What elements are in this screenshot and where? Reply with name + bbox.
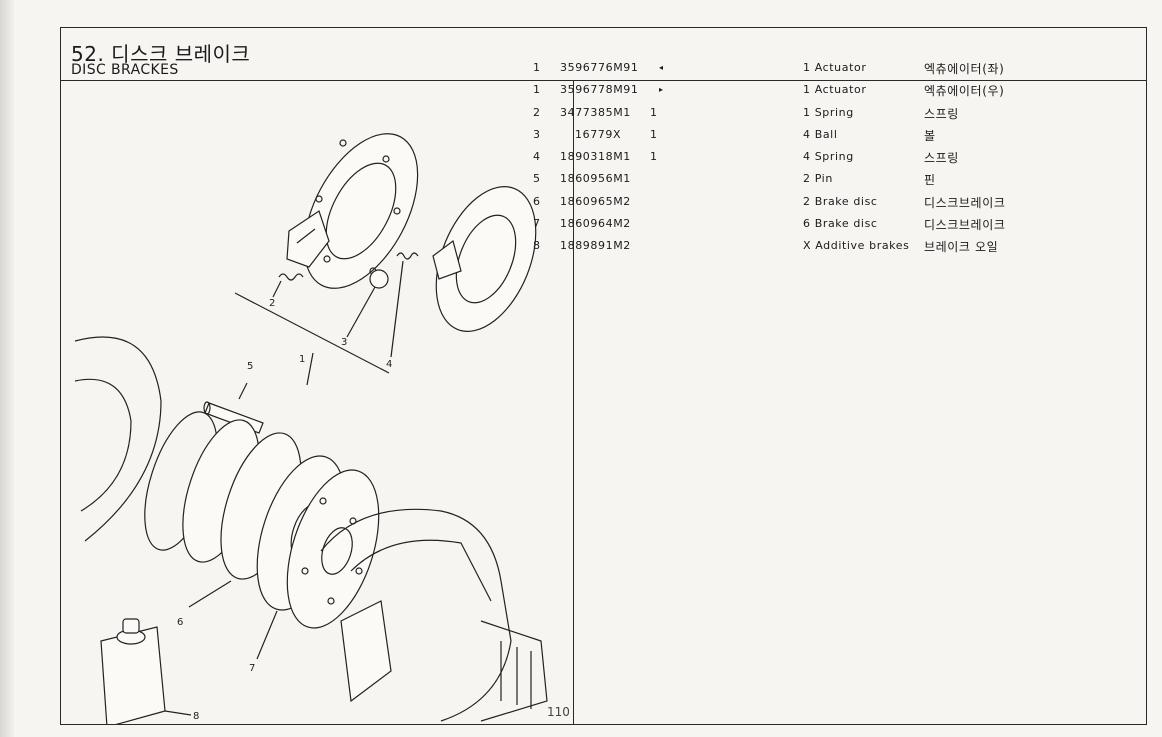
actuator-plate-right [432, 186, 537, 332]
part-qty: 1 [650, 127, 658, 141]
part-description: 1 Actuator [803, 61, 867, 74]
part-description-korean: 디스크브레이크 [924, 218, 1006, 233]
part-index: 7 [533, 217, 541, 231]
part-description-korean: 핀 [924, 173, 936, 188]
parts-row: 2 3477385M1 1 1 Spring 스프링 [533, 102, 1073, 124]
part-qty: 1 [650, 105, 658, 119]
part-qty: 1 [650, 150, 658, 164]
part-description-korean: 볼 [924, 128, 936, 143]
part-description-korean: 브레이크 오일 [924, 240, 999, 255]
part-number: 3596778M91 [560, 83, 639, 97]
parts-row: 4 1890318M1 1 4 Spring 스프링 [533, 146, 1073, 168]
part-index: 4 [533, 150, 541, 164]
exploded-parts-diagram: 2 1 3 4 5 6 7 8 [61, 81, 573, 728]
parts-list: 1 3596776M91 ◂ 1 Actuator 엑츄에이터(좌) 1 359… [533, 57, 1073, 258]
part-description: 4 Ball [803, 127, 838, 141]
part-description: 6 Brake disc [803, 217, 878, 231]
parts-row: 3 16779X 1 4 Ball 볼 [533, 124, 1073, 146]
part-description-korean: 스프링 [924, 151, 959, 166]
part-number: 1860964M2 [560, 217, 631, 231]
side-marker: ◂ [659, 63, 664, 72]
brake-disc-7 [286, 469, 380, 629]
ball-3 [369, 269, 389, 289]
parts-row: 8 1889891M2 X Additive brakes 브레이크 오일 [533, 235, 1073, 257]
part-description: 2 Brake disc [803, 194, 878, 208]
actuator-plate-upper [286, 133, 419, 289]
part-description: X Additive brakes [803, 239, 910, 253]
part-description-korean: 디스크브레이크 [924, 195, 1006, 210]
oil-can-8 [100, 618, 166, 728]
page-header: 52. 디스크 브레이크 DISC BRACKES [61, 28, 1146, 81]
side-marker: ▸ [659, 85, 664, 95]
part-number: 16779X [575, 127, 622, 141]
housing-left [74, 336, 162, 542]
callout-6: 6 [177, 617, 183, 628]
callout-3: 3 [341, 337, 347, 348]
spring-2 [278, 273, 304, 281]
part-index: 6 [533, 194, 541, 208]
diagram-svg: 2 1 3 4 5 6 7 8 [74, 133, 548, 728]
part-description-korean: 엑츄에이터(좌) [924, 62, 1005, 76]
catalog-page-frame: 52. 디스크 브레이크 DISC BRACKES [60, 27, 1147, 728]
column-divider [573, 80, 574, 724]
part-number: 3477385M1 [560, 105, 631, 119]
page-title-korean: 52. 디스크 브레이크 [71, 42, 251, 66]
parts-row: 1 3596776M91 ◂ 1 Actuator 엑츄에이터(좌) [533, 57, 1073, 79]
part-index: 1 [533, 61, 541, 74]
part-description-korean: 스프링 [924, 106, 959, 121]
parts-row: 7 1860964M2 6 Brake disc 디스크브레이크 [533, 213, 1073, 235]
part-index: 8 [533, 239, 541, 253]
spring-4 [396, 252, 419, 260]
page-number: 110 [547, 705, 570, 719]
part-number: 1890318M1 [560, 150, 631, 164]
callout-8: 8 [193, 711, 199, 722]
part-index: 2 [533, 105, 541, 119]
part-description: 4 Spring [803, 150, 854, 164]
callout-5: 5 [247, 361, 253, 372]
part-index: 5 [533, 172, 541, 186]
parts-row: 6 1860965M2 2 Brake disc 디스크브레이크 [533, 191, 1073, 213]
axle-housing [320, 508, 512, 722]
parts-row: 5 1860956M1 2 Pin 핀 [533, 168, 1073, 190]
part-number: 1860965M2 [560, 194, 631, 208]
part-description: 1 Spring [803, 105, 854, 119]
part-index: 3 [533, 127, 541, 141]
part-number: 3596776M91 [560, 61, 639, 74]
callout-4: 4 [386, 359, 392, 370]
part-number: 1860956M1 [560, 172, 631, 186]
parts-row: 1 3596778M91 ▸ 1 Actuator 엑츄에이터(우) [533, 79, 1073, 101]
part-index: 1 [533, 83, 541, 97]
scan-edge [0, 0, 14, 737]
part-description: 2 Pin [803, 172, 833, 186]
part-number: 1889891M2 [560, 239, 631, 253]
part-description-korean: 엑츄에이터(우) [924, 84, 1005, 99]
callout-1: 1 [299, 354, 305, 365]
callout-2: 2 [269, 298, 275, 309]
part-description: 1 Actuator [803, 83, 867, 97]
page-title-english: DISC BRACKES [71, 62, 179, 78]
callout-7: 7 [249, 663, 255, 674]
